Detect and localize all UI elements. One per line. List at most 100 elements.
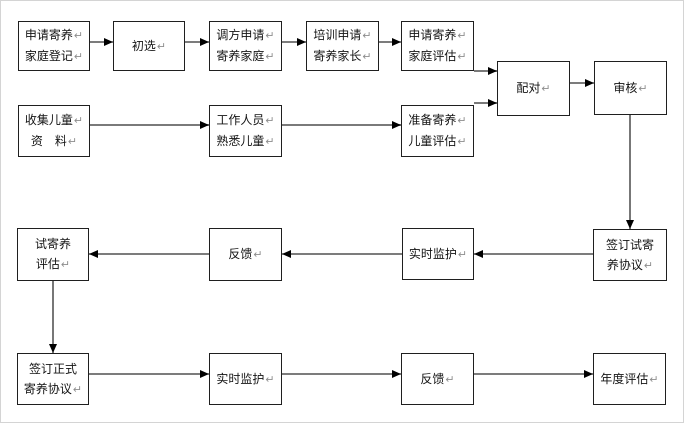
return-mark: ↵ xyxy=(457,136,467,148)
node-line: 家庭评估↵ xyxy=(408,46,466,67)
flow-node-feedback-trial: 反馈↵ xyxy=(209,228,282,281)
node-label: 年度评估 xyxy=(600,371,649,386)
node-line: 资 料↵ xyxy=(31,131,77,152)
node-line: 签订试寄 xyxy=(606,235,654,255)
node-line: 家庭登记↵ xyxy=(25,46,83,67)
return-mark: ↵ xyxy=(73,115,84,127)
return-mark: ↵ xyxy=(362,51,372,63)
node-label: 资 料 xyxy=(30,134,67,148)
node-label: 培训申请 xyxy=(313,28,362,42)
node-label: 初选 xyxy=(131,38,156,53)
node-label: 申请寄养 xyxy=(408,28,457,42)
return-mark: ↵ xyxy=(265,30,275,42)
return-mark: ↵ xyxy=(265,51,275,63)
node-label: 寄养家长 xyxy=(313,49,362,63)
flow-node-annual-assess: 年度评估↵ xyxy=(593,353,666,405)
return-mark: ↵ xyxy=(156,40,167,53)
return-mark: ↵ xyxy=(457,248,468,261)
node-label: 配对 xyxy=(516,81,541,95)
flow-node-apply-family-register: 申请寄养↵ 家庭登记↵ xyxy=(18,21,90,71)
flow-node-review: 审核↵ xyxy=(594,61,667,115)
flow-node-train-apply-parents: 培训申请↵ 寄养家长↵ xyxy=(306,21,379,71)
node-label: 评估 xyxy=(35,257,60,271)
return-mark: ↵ xyxy=(73,51,84,63)
node-line: 签订正式 xyxy=(29,359,77,379)
return-mark: ↵ xyxy=(265,136,275,148)
node-label: 儿童评估 xyxy=(408,134,457,148)
node-line: 年度评估↵ xyxy=(600,369,658,390)
return-mark: ↵ xyxy=(67,136,78,148)
return-mark: ↵ xyxy=(72,383,83,396)
node-line: 工作人员↵ xyxy=(216,110,274,131)
node-label: 签订正式 xyxy=(28,361,77,376)
node-line: 初选↵ xyxy=(132,36,166,57)
node-label: 准备寄养 xyxy=(408,113,457,127)
node-label: 试寄养 xyxy=(34,237,71,251)
node-label: 养协议 xyxy=(606,257,643,272)
return-mark: ↵ xyxy=(541,83,551,95)
return-mark: ↵ xyxy=(265,115,275,127)
node-line: 养协议↵ xyxy=(607,255,653,276)
return-mark: ↵ xyxy=(265,373,275,386)
flow-node-trial-assess: 试寄养 评估↵ xyxy=(17,228,89,281)
return-mark: ↵ xyxy=(73,30,84,42)
node-line: 反馈↵ xyxy=(420,369,454,390)
node-line: 反馈↵ xyxy=(228,244,262,265)
return-mark: ↵ xyxy=(643,259,654,272)
node-line: 试寄养 xyxy=(35,234,71,254)
node-line: 配对↵ xyxy=(516,78,550,99)
node-line: 调方申请↵ xyxy=(216,25,274,46)
return-mark: ↵ xyxy=(457,51,467,63)
node-line: 熟悉儿童↵ xyxy=(216,131,274,152)
return-mark: ↵ xyxy=(362,30,372,42)
node-line: 寄养家长↵ xyxy=(313,46,371,67)
flow-node-investigate-apply-family: 调方申请↵ 寄养家庭↵ xyxy=(209,21,282,71)
flow-node-feedback-formal: 反馈↵ xyxy=(401,353,474,405)
flow-node-prepare-child-assess: 准备寄养↵ 儿童评估↵ xyxy=(401,105,474,157)
return-mark: ↵ xyxy=(445,373,455,386)
node-line: 培训申请↵ xyxy=(313,25,371,46)
node-label: 调方申请 xyxy=(216,28,265,42)
node-label: 审核 xyxy=(613,80,638,95)
node-label: 签订试寄 xyxy=(605,237,654,252)
node-label: 熟悉儿童 xyxy=(216,134,265,148)
node-label: 实时监护 xyxy=(408,246,457,261)
node-line: 儿童评估↵ xyxy=(408,131,466,152)
flow-node-sign-trial-agreement: 签订试寄 养协议↵ xyxy=(593,229,667,281)
node-line: 收集儿童↵ xyxy=(25,110,83,131)
return-mark: ↵ xyxy=(60,259,71,271)
node-label: 反馈 xyxy=(228,247,253,261)
flow-node-sign-formal-agreement: 签订正式 寄养协议↵ xyxy=(17,353,89,405)
return-mark: ↵ xyxy=(649,373,659,386)
node-label: 申请寄养 xyxy=(24,28,73,42)
node-label: 寄养协议 xyxy=(23,381,72,396)
node-label: 反馈 xyxy=(420,371,445,386)
flow-node-monitor-formal: 实时监护↵ xyxy=(209,353,282,405)
node-label: 家庭登记 xyxy=(24,49,73,63)
flow-node-apply-family-assess: 申请寄养↵ 家庭评估↵ xyxy=(401,21,474,71)
node-line: 申请寄养↵ xyxy=(25,25,83,46)
flow-node-initial-selection: 初选↵ xyxy=(113,21,185,71)
return-mark: ↵ xyxy=(457,115,467,127)
return-mark: ↵ xyxy=(638,82,648,95)
node-label: 收集儿童 xyxy=(24,113,73,127)
flow-node-pairing: 配对↵ xyxy=(497,61,570,116)
node-line: 申请寄养↵ xyxy=(408,25,466,46)
return-mark: ↵ xyxy=(457,30,467,42)
node-line: 寄养协议↵ xyxy=(24,379,82,400)
node-line: 审核↵ xyxy=(613,78,647,99)
flow-node-monitor-trial: 实时监护↵ xyxy=(402,228,474,280)
flow-node-collect-child-info: 收集儿童↵ 资 料↵ xyxy=(18,105,90,157)
node-line: 寄养家庭↵ xyxy=(216,46,274,67)
return-mark: ↵ xyxy=(253,249,263,261)
node-label: 实时监护 xyxy=(216,371,265,386)
node-label: 家庭评估 xyxy=(408,49,457,63)
node-label: 工作人员 xyxy=(216,113,265,127)
node-line: 评估↵ xyxy=(36,254,70,275)
node-line: 准备寄养↵ xyxy=(408,110,466,131)
flow-node-staff-familiarize: 工作人员↵ 熟悉儿童↵ xyxy=(209,105,282,157)
node-label: 寄养家庭 xyxy=(216,49,265,63)
node-line: 实时监护↵ xyxy=(216,369,274,390)
